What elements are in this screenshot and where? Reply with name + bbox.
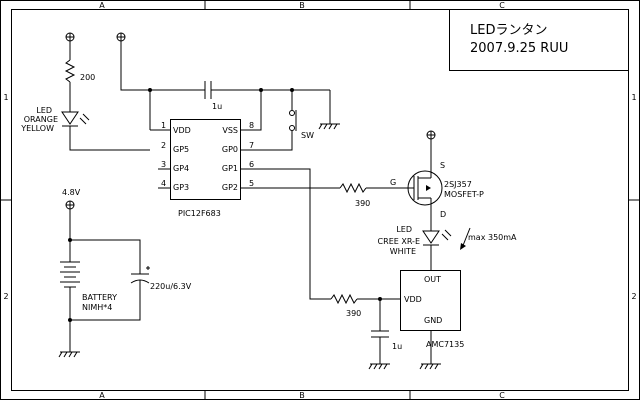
- cap-top-label: 1u: [212, 102, 222, 111]
- pin-num-7: 7: [249, 141, 254, 150]
- vcc-terminal-battery: [65, 200, 75, 210]
- pin-num-8: 8: [249, 121, 254, 130]
- vcc-terminal-led: [65, 32, 75, 42]
- cap-small-label: 1u: [392, 342, 402, 351]
- led1-label-2: ORANGE: [24, 115, 58, 124]
- r-vdd-label: 390: [346, 309, 361, 318]
- ground-symbol: [368, 363, 390, 370]
- capacitor-small: [371, 330, 389, 338]
- title-line2: 2007.9.25 RUU: [470, 41, 568, 56]
- led2-symbol: [422, 229, 452, 246]
- pin-num-3: 3: [161, 160, 166, 169]
- wire: [70, 239, 141, 270]
- pin-name-gp3: GP3: [173, 183, 189, 192]
- wire-gp5: [69, 126, 150, 151]
- border-right-2: 2: [631, 292, 636, 301]
- pin-name-gp4: GP4: [173, 164, 189, 173]
- pic12f683-chip: [170, 119, 241, 200]
- pin-num-5: 5: [249, 179, 254, 188]
- led1-label-3: YELLOW: [20, 124, 54, 133]
- capacitor-top: [204, 81, 212, 99]
- battery-symbol: [60, 261, 80, 288]
- ground-symbol: [419, 363, 441, 370]
- wire-gp1: [240, 168, 331, 300]
- led2-label-3: WHITE: [390, 247, 416, 256]
- switch-sw: [289, 110, 297, 131]
- pin-name-vss: VSS: [222, 126, 238, 135]
- resistor-gate: [339, 182, 367, 194]
- electrolytic-capacitor: [130, 266, 150, 284]
- border-top-b: B: [299, 1, 305, 10]
- r-gate-label: 390: [355, 199, 370, 208]
- wire-gp0: [240, 131, 293, 151]
- max-current-label: max 350mA: [468, 233, 517, 242]
- border-left-1: 1: [3, 93, 8, 102]
- pin-name-gp0: GP0: [222, 145, 238, 154]
- drain-label: D: [440, 210, 446, 219]
- sw-label: SW: [301, 131, 314, 140]
- border-bottom-c: C: [499, 391, 505, 400]
- resistor-r1: [64, 59, 76, 83]
- wire: [120, 41, 150, 91]
- ground-symbol: [58, 351, 80, 358]
- resistor-vdd: [330, 293, 358, 305]
- title-block: [449, 9, 629, 71]
- pin-name-gp2: GP2: [222, 183, 238, 192]
- border-top-c: C: [499, 1, 505, 10]
- battery-label-1: BATTERY: [82, 293, 117, 302]
- pin-num-1: 1: [161, 121, 166, 130]
- border-top-a: A: [99, 1, 105, 10]
- title-line1: LEDランタン: [470, 23, 547, 38]
- ic-name: PIC12F683: [178, 209, 221, 218]
- led2-label-2: CREE XR-E: [378, 237, 420, 246]
- pin-num-6: 6: [249, 160, 254, 169]
- battery-label-2: NIMH*4: [82, 303, 112, 312]
- r1-label: 200: [80, 73, 95, 82]
- cap-battery-label: 220u/6.3V: [150, 282, 192, 291]
- mosfet-part: 2SJ357: [444, 180, 472, 189]
- pin-num-4: 4: [161, 179, 166, 188]
- vcc-terminal-vdd: [116, 32, 126, 42]
- ground-symbol: [318, 123, 340, 130]
- vcc-terminal-mosfet: [426, 130, 436, 140]
- source-label: S: [440, 161, 445, 170]
- pin-num-2: 2: [161, 141, 166, 150]
- wire: [70, 284, 141, 321]
- battery-voltage: 4.8V: [62, 188, 81, 197]
- mosfet-type: MOSFET-P: [444, 190, 484, 199]
- mosfet-symbol: [407, 170, 443, 206]
- border-bottom-a: A: [99, 391, 105, 400]
- led2-label-1: LED: [396, 225, 412, 234]
- border-right-1: 1: [631, 93, 636, 102]
- reg-gnd-label: GND: [424, 316, 442, 325]
- led1-symbol: [61, 111, 90, 127]
- wire-vss: [240, 90, 262, 131]
- gate-label: G: [390, 178, 396, 187]
- reg-out-label: OUT: [424, 275, 441, 284]
- pin-name-vdd: VDD: [173, 126, 191, 135]
- reg-name: AMC7135: [426, 340, 464, 349]
- current-arrow-icon: [460, 227, 471, 250]
- pin-name-gp5: GP5: [173, 145, 189, 154]
- reg-vdd-label: VDD: [404, 295, 422, 304]
- border-left-2: 2: [3, 292, 8, 301]
- border-bottom-b: B: [299, 391, 305, 400]
- inner-frame: [11, 9, 629, 391]
- led1-label-1: LED: [36, 106, 52, 115]
- pin-name-gp1: GP1: [222, 164, 238, 173]
